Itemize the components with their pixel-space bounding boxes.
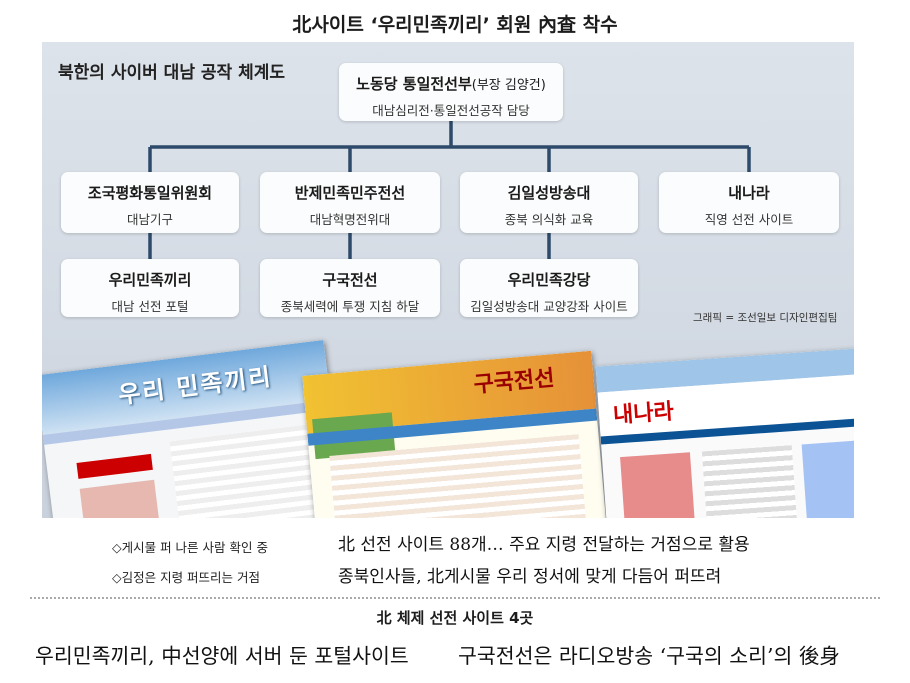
bullet-2: ◇김정은 지령 퍼뜨리는 거점	[112, 570, 261, 585]
screenshot-gukukjeonseon: 구국전선	[302, 350, 608, 518]
root-name: 노동당 통일전선부(부장 김양건)	[339, 73, 563, 94]
headline: 北사이트 ‘우리민족끼리’ 회원 內査 착수	[292, 14, 618, 36]
node-desc: 김일성방송대 교양강좌 사이트	[470, 299, 628, 314]
node-desc: 대남혁명전위대	[309, 212, 391, 227]
node-name: 김일성방송대	[507, 184, 591, 202]
site-text-content	[169, 424, 321, 518]
node-name: 구국전선	[322, 271, 378, 289]
node-name: 우리민족끼리	[108, 271, 192, 289]
node-name: 내나라	[728, 184, 770, 202]
node-jopyeongtong: 조국평화통일위원회 대남기구	[61, 172, 239, 233]
root-node: 노동당 통일전선부(부장 김양건) 대남심리전·통일전선공작 담당	[339, 63, 563, 121]
node-desc: 대남 선전 포털	[111, 299, 189, 314]
root-desc: 대남심리전·통일전선공작 담당	[372, 103, 530, 118]
node-kimilsung-broadcast: 김일성방송대 종북 의식화 교육	[460, 172, 638, 233]
node-name: 우리민족강당	[507, 271, 591, 289]
caption-2: 종북인사들, 北게시물 우리 정서에 맞게 다듬어 퍼뜨려	[338, 567, 722, 587]
root-name-sub: (부장 김양건)	[471, 78, 546, 93]
bottom-headline-2: 구국전선은 라디오방송 ‘구국의 소리’의 後身	[458, 644, 840, 668]
bottom-headline-1: 우리민족끼리, 中선양에 서버 둔 포털사이트	[35, 644, 409, 668]
node-banjeminjok: 반제민족민주전선 대남혁명전위대	[260, 172, 440, 233]
node-name: 조국평화통일위원회	[87, 184, 213, 202]
website-screenshots: 우리 민족끼리 구국전선 내나라	[42, 335, 854, 518]
node-uriminzok-gangdang: 우리민족강당 김일성방송대 교양강좌 사이트	[460, 259, 638, 317]
dotted-divider	[30, 597, 880, 599]
site-side-panel	[79, 479, 163, 518]
node-gukukjeonseon: 구국전선 종북세력에 투쟁 지침 하달	[260, 259, 440, 317]
node-desc: 종북 의식화 교육	[504, 212, 594, 227]
node-desc: 대남기구	[126, 212, 173, 227]
screenshot-naenara: 내나라	[595, 347, 854, 518]
connector-lines	[148, 121, 751, 259]
node-desc: 종북세력에 투쟁 지침 하달	[280, 299, 420, 314]
site-text-content	[701, 445, 798, 518]
node-uriminzokkiri: 우리민족끼리 대남 선전 포털	[61, 259, 239, 317]
section-title: 北 체제 선전 사이트 4곳	[376, 609, 534, 627]
node-name: 반제민족민주전선	[294, 184, 406, 202]
site-logo: 내나라	[612, 399, 675, 429]
screenshot-uriminzokkiri: 우리 민족끼리	[42, 340, 347, 518]
root-name-main: 노동당 통일전선부	[356, 75, 472, 93]
node-naenara: 내나라 직영 선전 사이트	[659, 172, 839, 233]
node-desc: 직영 선전 사이트	[704, 212, 794, 227]
site-flower-photo	[620, 452, 696, 518]
graphic-credit: 그래픽 = 조선일보 디자인편집팀	[693, 312, 838, 324]
caption-1: 北 선전 사이트 88개… 주요 지령 전달하는 거점으로 활용	[338, 535, 750, 555]
site-side-panel	[801, 440, 854, 518]
site-red-banner	[76, 453, 153, 479]
panel-title: 북한의 사이버 대남 공작 체계도	[58, 63, 285, 83]
bullet-1: ◇게시물 퍼 나른 사람 확인 중	[112, 540, 268, 555]
